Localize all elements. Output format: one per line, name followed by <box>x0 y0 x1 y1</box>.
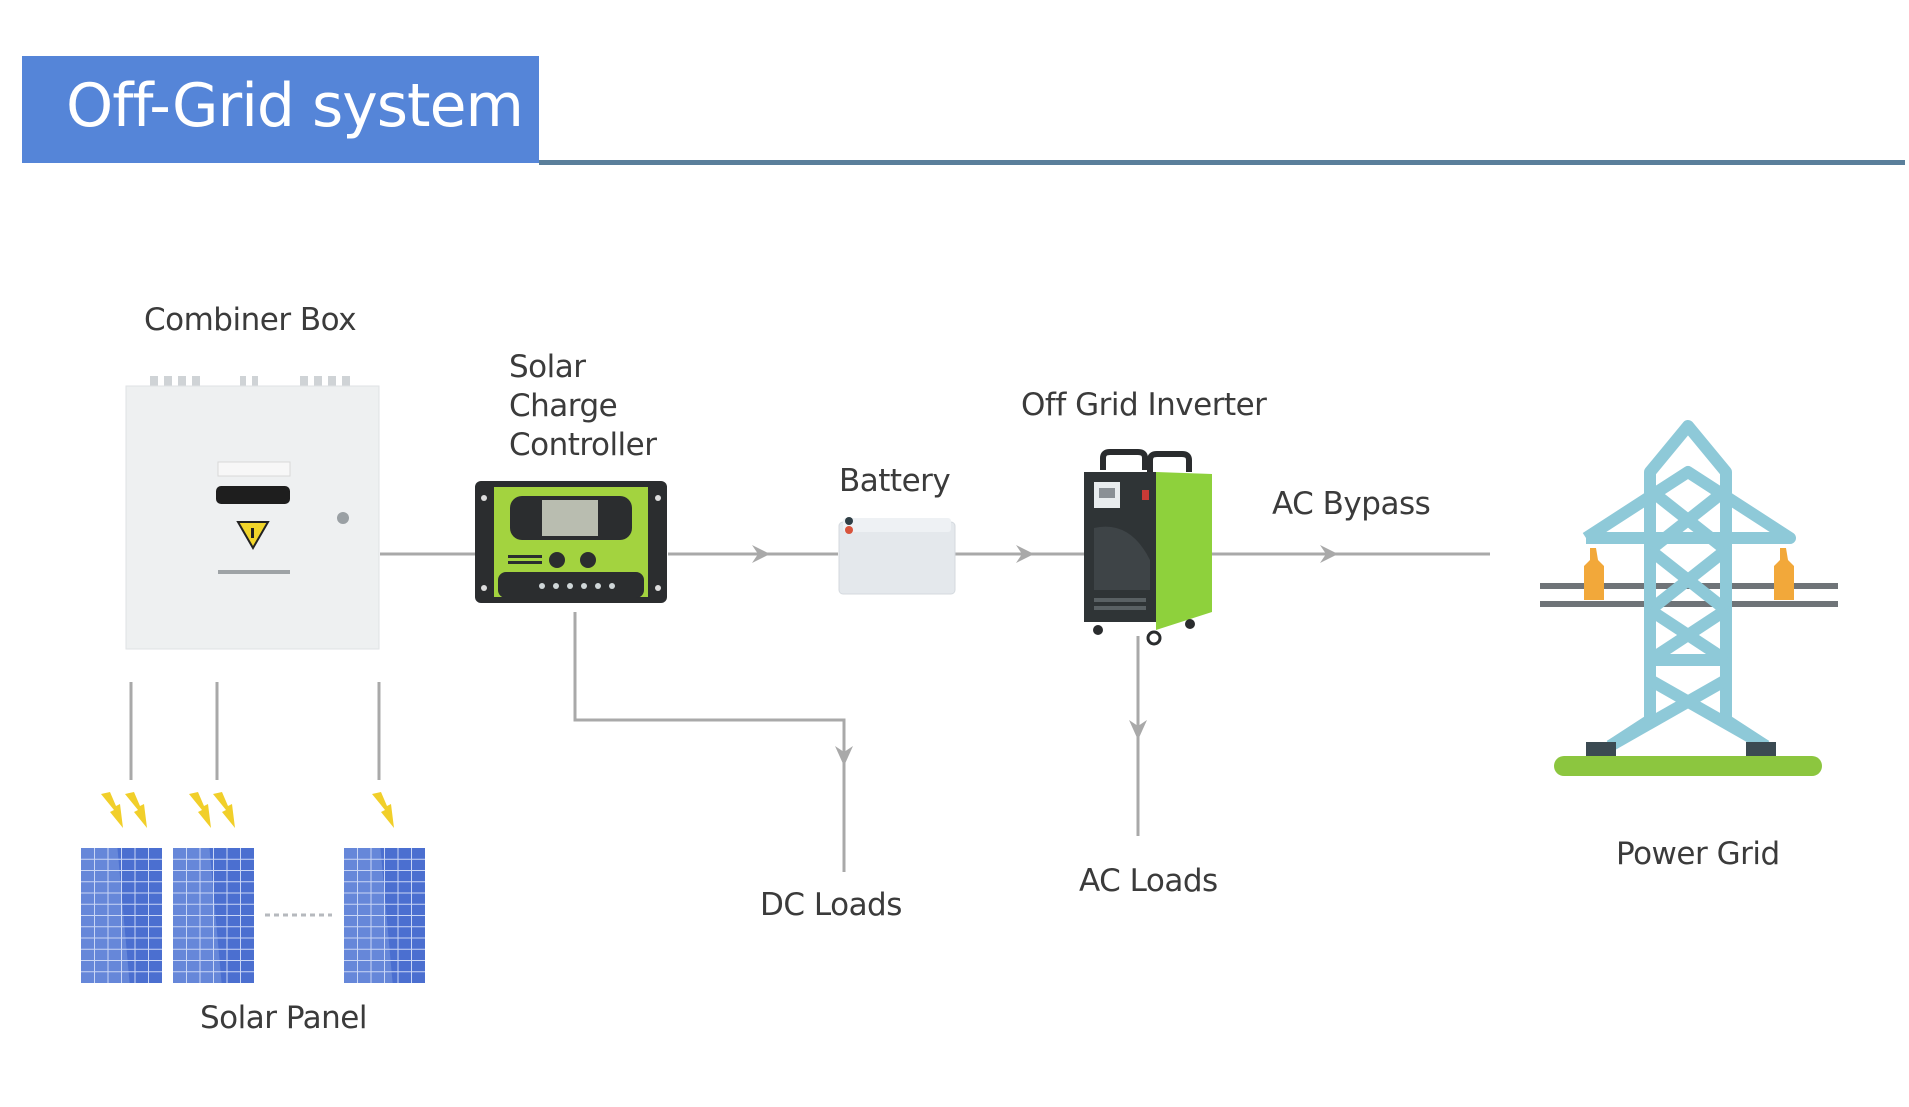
title-banner <box>22 56 539 163</box>
label-ac-bypass: AC Bypass <box>1272 486 1431 522</box>
solar-panel-icon <box>81 848 425 983</box>
label-solar-panel: Solar Panel <box>200 1000 367 1036</box>
combiner-box-icon <box>125 376 380 650</box>
line-controller-to-dc-loads <box>573 612 846 872</box>
arrow-ac-loads-icon <box>1129 720 1147 740</box>
solar-panel <box>173 848 254 983</box>
arrow-dc-loads-icon <box>835 746 853 766</box>
label-ac-loads: AC Loads <box>1079 863 1218 899</box>
label-combiner-box: Combiner Box <box>144 302 357 338</box>
battery-icon <box>838 517 956 595</box>
bolt-icon <box>101 792 123 828</box>
bolt-icon <box>189 792 211 828</box>
arrow-ac-bypass-icon <box>1320 545 1338 563</box>
arrow-to-inverter-icon <box>1016 545 1034 563</box>
bolt-icon <box>213 792 235 828</box>
solar-panel <box>81 848 162 983</box>
label-charge-controller-line3: Controller <box>509 427 657 463</box>
solar-panel <box>344 848 425 983</box>
label-power-grid: Power Grid <box>1616 836 1780 872</box>
charge-controller-icon <box>475 481 667 603</box>
transmission-tower-icon <box>1540 420 1838 776</box>
inverter-icon <box>1084 449 1212 646</box>
label-battery: Battery <box>839 463 951 499</box>
sunlight-bolts <box>101 792 394 828</box>
label-dc-loads: DC Loads <box>760 887 902 923</box>
bolt-icon <box>372 792 394 828</box>
main-bus-line <box>129 552 1490 872</box>
header-rule <box>539 160 1905 165</box>
arrow-to-battery-icon <box>752 545 770 563</box>
page-title: Off-Grid system <box>66 71 524 141</box>
label-charge-controller-line1: Solar <box>509 349 586 385</box>
label-inverter: Off Grid Inverter <box>1021 387 1267 423</box>
bolt-icon <box>125 792 147 828</box>
label-charge-controller-line2: Charge <box>509 388 618 424</box>
